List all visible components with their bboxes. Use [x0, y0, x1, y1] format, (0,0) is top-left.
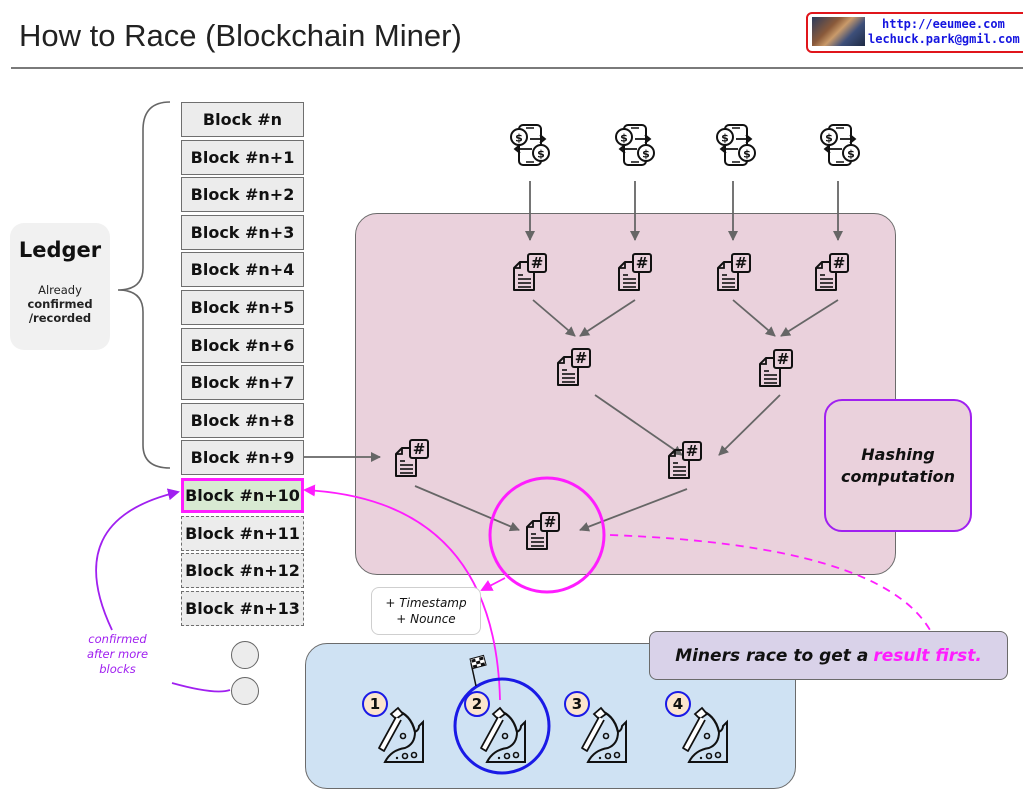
- ledger-title: Ledger: [18, 238, 102, 262]
- mobile-payment-transfer-icon: [615, 124, 655, 166]
- confirmation-note: confirmed after more blocks: [70, 632, 165, 677]
- timestamp-label: + Timestamp: [385, 596, 467, 610]
- block-confirmed: Block #n+3: [181, 214, 304, 250]
- race-caption: Miners race to get a result first.: [649, 631, 1008, 680]
- ledger-subtitle-line: Already: [38, 283, 82, 297]
- confirmation-note-line: after more: [86, 647, 149, 661]
- block-current: Block #n+10: [181, 478, 304, 513]
- extras-box: + Timestamp + Nounce: [371, 587, 481, 635]
- hash-document-icon: [717, 253, 751, 291]
- block-pending: Block #n+11: [181, 515, 304, 551]
- ledger-subtitle-line: confirmed: [27, 297, 93, 311]
- page-title: How to Race (Blockchain Miner): [19, 18, 462, 53]
- node-to-root-arrows: [304, 394, 781, 532]
- author-badge: http://eeumee.com lechuck.park@gmil.com: [806, 12, 1023, 53]
- hash-document-icon: [557, 348, 591, 386]
- hashing-computation-label: Hashing computation: [824, 399, 972, 532]
- author-thumbnail: [812, 17, 865, 46]
- ledger-subtitle: Already confirmed /recorded: [10, 283, 110, 325]
- hashing-label-line: computation: [841, 466, 955, 486]
- block-confirmed: Block #n+5: [181, 290, 304, 325]
- ledger-brace: [117, 101, 171, 469]
- nounce-label: + Nounce: [396, 612, 456, 626]
- pickaxe-mining-icon: [580, 706, 628, 764]
- miner-number-badge: 3: [564, 691, 590, 717]
- race-caption-highlight: result first.: [873, 645, 982, 666]
- confirmation-arrow: [171, 682, 231, 693]
- pickaxe-mining-icon: [681, 706, 729, 764]
- author-email[interactable]: lechuck.park@gmil.com: [868, 32, 1020, 46]
- confirmation-note-line: confirmed: [88, 632, 147, 646]
- block-confirmed: Block #n+4: [181, 252, 304, 288]
- mobile-payment-transfer-icon: [510, 124, 550, 166]
- confirmation-note-line: blocks: [99, 662, 136, 676]
- miner-number-badge: 1: [362, 691, 388, 717]
- race-caption-text: Miners race to get a: [675, 645, 869, 666]
- block-confirmed: Block #n+1: [181, 139, 304, 175]
- hash-document-icon: [759, 349, 793, 387]
- pickaxe-mining-icon: [377, 706, 425, 764]
- winner-highlight-circle: [453, 677, 551, 775]
- block-confirmed: Block #n+8: [181, 402, 304, 438]
- more-blocks-dot: [231, 641, 259, 669]
- hash-document-icon: [668, 441, 702, 479]
- ledger-subtitle-line: /recorded: [28, 311, 92, 325]
- hash-document-icon: [513, 253, 547, 291]
- hashing-label-line: Hashing: [861, 444, 935, 464]
- block-confirmed: Block #n+7: [181, 365, 304, 401]
- hash-document-icon: [815, 253, 849, 291]
- pickaxe-mining-icon: [479, 706, 527, 764]
- miner-number-badge: 4: [665, 691, 691, 717]
- root-hash-document-icon: [526, 512, 560, 550]
- block-confirmed: Block #n: [181, 102, 304, 137]
- root-hash-highlight-circle: [488, 476, 606, 594]
- hash-document-icon: [618, 253, 652, 291]
- block-pending: Block #n+13: [181, 590, 304, 626]
- checkered-flag-icon: [469, 654, 487, 687]
- mobile-payment-transfer-icon: [716, 124, 756, 166]
- more-blocks-dot: [231, 677, 259, 705]
- miner-number-badge-winner: 2: [464, 691, 490, 717]
- leaf-to-node-arrows: [532, 299, 839, 337]
- hash-document-icon: [395, 439, 429, 477]
- mobile-payment-transfer-icon: [820, 124, 860, 166]
- block-confirmed: Block #n+9: [181, 440, 304, 476]
- tx-to-leaf-arrows: [525, 181, 843, 241]
- title-divider: [11, 67, 1023, 69]
- confirmation-arrow-upper: [95, 488, 180, 631]
- ledger-label-box: Ledger Already confirmed /recorded: [10, 223, 110, 350]
- dashed-connector: [609, 534, 931, 631]
- winner-to-block-arrow: [303, 484, 501, 701]
- block-confirmed: Block #n+2: [181, 177, 304, 213]
- root-to-extras-arrow: [480, 577, 506, 591]
- block-confirmed: Block #n+6: [181, 327, 304, 363]
- block-pending: Block #n+12: [181, 553, 304, 589]
- author-url[interactable]: http://eeumee.com: [882, 17, 1005, 31]
